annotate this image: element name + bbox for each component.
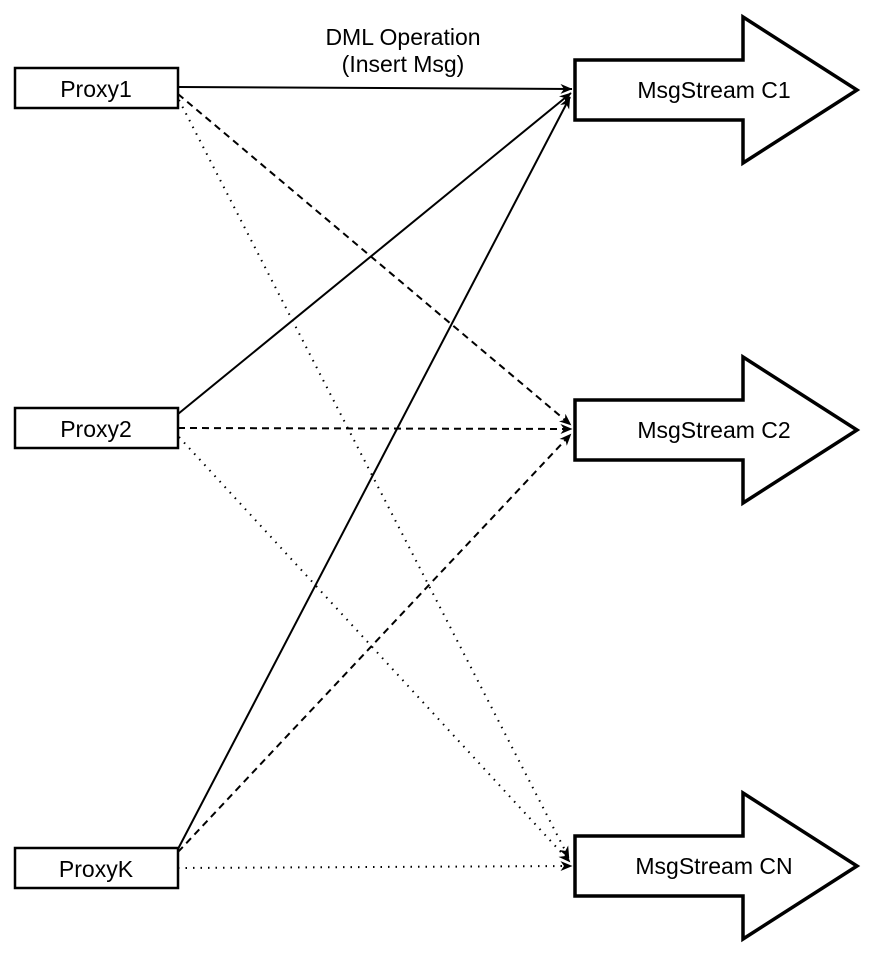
dml-operation-annotation-line2: (Insert Msg)	[342, 51, 465, 77]
node-msgstream-c1: MsgStream C1	[573, 13, 861, 167]
proxyk-label: ProxyK	[59, 856, 134, 882]
edge-proxy1-to-msgstream-c1	[177, 83, 573, 94]
edge-proxy1-to-msgstream-cn	[178, 99, 570, 859]
edge-proxy2-to-msgstream-c1	[177, 92, 572, 415]
edge-proxy2-to-msgstream-c2	[177, 423, 573, 434]
msgstream-c2-label: MsgStream C2	[637, 417, 790, 443]
msgstream-c1-label: MsgStream C1	[637, 77, 790, 103]
dml-operation-annotation-line1: DML Operation	[325, 24, 480, 50]
node-proxyk: ProxyK	[13, 846, 180, 890]
node-proxy1: Proxy1	[13, 66, 180, 110]
node-proxy2: Proxy2	[13, 406, 180, 450]
msgstream-c1-arrow-shape	[573, 13, 861, 167]
msgstream-cn-arrow-shape	[573, 789, 861, 943]
edge-proxy2-to-msgstream-cn	[178, 436, 571, 863]
edge-proxyk-to-msgstream-c2	[177, 433, 572, 853]
msgstream-cn-label: MsgStream CN	[635, 853, 792, 879]
edge-proxy1-to-msgstream-c2	[177, 93, 572, 426]
proxy2-label: Proxy2	[60, 416, 132, 442]
node-msgstream-c2: MsgStream C2	[573, 353, 861, 507]
edge-proxyk-to-msgstream-cn	[177, 861, 573, 872]
proxy1-box	[13, 66, 180, 110]
msgstream-c2-arrow-shape	[573, 353, 861, 507]
proxyk-box	[13, 846, 180, 890]
edge-proxyk-to-msgstream-c1	[177, 96, 571, 850]
proxy1-label: Proxy1	[60, 76, 132, 102]
node-msgstream-cn: MsgStream CN	[573, 789, 861, 943]
proxy2-box	[13, 406, 180, 450]
